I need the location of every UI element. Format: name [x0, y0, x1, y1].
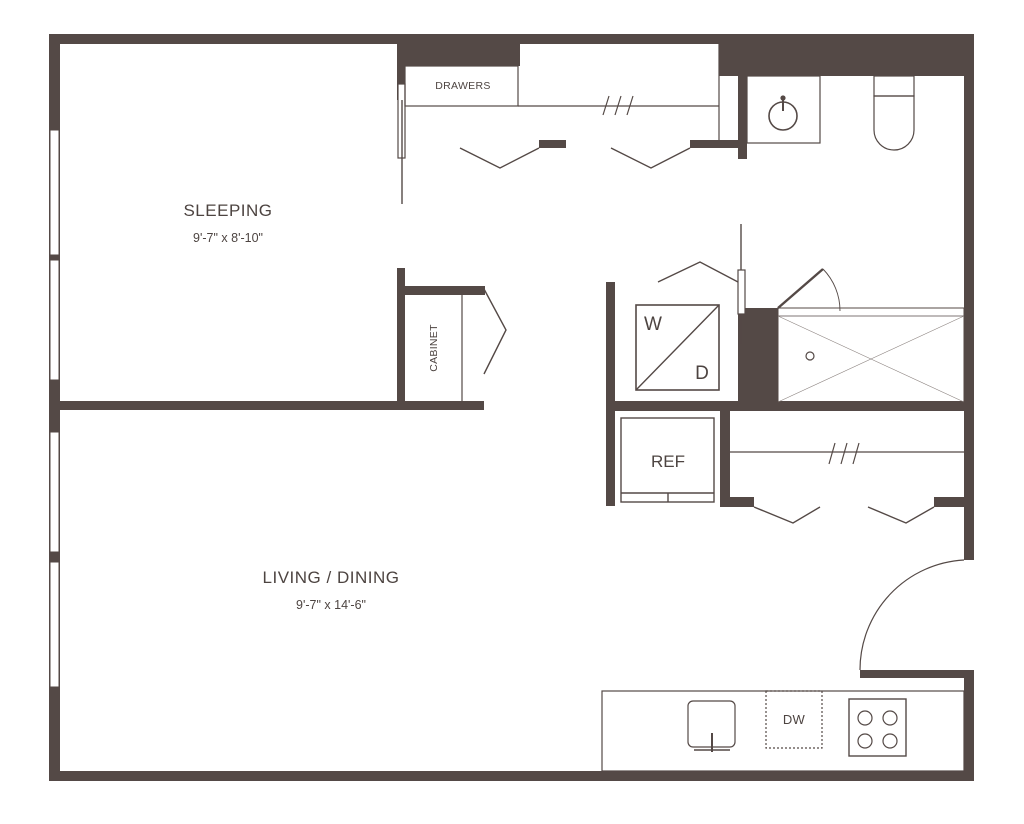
wall-laundry-bottom	[615, 401, 974, 411]
burner-4	[882, 733, 898, 749]
vanity	[746, 75, 821, 144]
bifold-door-right	[610, 147, 691, 169]
wall-laundry-left	[606, 282, 615, 506]
wall-closet-end-right	[690, 140, 740, 148]
dishwasher-label: DW	[783, 712, 806, 727]
wall-closet2-left-end	[720, 497, 754, 507]
bathroom	[657, 75, 965, 403]
window-sleeping-1	[49, 129, 60, 256]
range	[848, 698, 907, 757]
burner-3	[857, 733, 873, 749]
shower-drain	[805, 351, 815, 361]
cabinet-label: CABINET	[428, 324, 440, 372]
washer-dryer-box	[635, 304, 720, 391]
wall-right-upper	[964, 34, 974, 560]
closet2-bifold-right	[867, 506, 935, 524]
sleeping-room-name: SLEEPING	[183, 201, 272, 220]
cabinet	[461, 288, 507, 401]
wall-top-bath	[719, 34, 974, 76]
wall-sleeping-living	[60, 401, 484, 410]
wall-top-closet	[398, 34, 520, 66]
wall-door-jamb	[860, 670, 974, 678]
cabinet-door	[483, 288, 507, 375]
entry-door-swing	[859, 559, 965, 671]
wall-sleeping-right-bottom	[397, 268, 405, 402]
entry-door	[859, 559, 965, 671]
closet-bottom	[730, 442, 964, 524]
windows	[49, 129, 60, 688]
sleeping-door	[397, 83, 406, 204]
window-living-1	[49, 431, 60, 553]
wall-closet-end-left	[539, 140, 566, 148]
closet-top	[404, 44, 720, 169]
wall-cabinet-top	[405, 286, 485, 295]
wall-top-mid	[518, 34, 721, 44]
wall-sleeping-right-top	[397, 44, 405, 100]
window-living-2	[49, 561, 60, 688]
dishwasher	[765, 690, 823, 749]
living-room-name: LIVING / DINING	[263, 568, 400, 587]
dryer-label: D	[695, 363, 709, 384]
wall-top-left	[49, 34, 400, 44]
wall-closet2-right-end	[934, 497, 974, 507]
closet2-bifold-left	[753, 506, 821, 524]
sleeping-room-dims: 9'-7" x 8'-10"	[193, 231, 263, 245]
wall-ref-right	[720, 401, 730, 503]
kitchen-counter	[601, 690, 965, 772]
living-room-dims: 9'-7" x 14'-6"	[296, 598, 366, 612]
shower-tub	[777, 307, 965, 403]
kitchen	[601, 690, 965, 772]
toilet-tank	[873, 75, 915, 97]
bifold-door-left	[459, 147, 540, 169]
refrigerator-label: REF	[651, 452, 685, 471]
wall-bottom	[49, 771, 974, 781]
wall-bath-left	[738, 66, 747, 159]
drawers-label: DRAWERS	[435, 80, 490, 92]
washer-label: W	[644, 314, 662, 335]
burner-2	[882, 710, 898, 726]
interior-walls	[60, 44, 974, 678]
shower-door	[777, 268, 824, 309]
refrigerator	[620, 417, 715, 503]
wall-left	[49, 34, 60, 780]
burner-1	[857, 710, 873, 726]
wall-right-lower	[964, 670, 974, 781]
wall-bath-left-lower	[738, 308, 778, 408]
toilet-bowl	[873, 95, 915, 151]
drawers-box	[404, 65, 519, 107]
exterior-walls	[49, 34, 974, 781]
bath-bifold	[657, 261, 739, 283]
bath-door-panel	[737, 269, 746, 315]
washer-dryer	[635, 304, 720, 391]
window-sleeping-2	[49, 259, 60, 381]
